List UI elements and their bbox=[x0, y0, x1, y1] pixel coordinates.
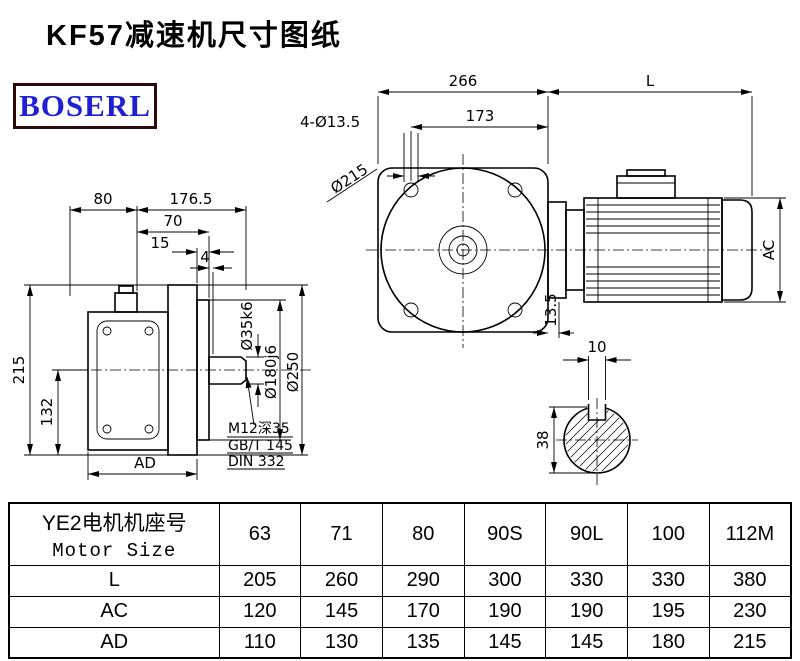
shaft-view-dimensions: 10 38 bbox=[534, 338, 631, 474]
size-col-header: 63 bbox=[218, 502, 302, 566]
dim-AC: AC bbox=[760, 240, 778, 260]
table-cell: 190 bbox=[463, 595, 547, 628]
size-col-header: 71 bbox=[300, 502, 383, 566]
shaft-section-view: 10 38 bbox=[534, 338, 638, 486]
table-header-row: YE2电机机座号 Motor Size 63 71 80 90S 90L 100… bbox=[8, 502, 792, 566]
table-cell: 130 bbox=[300, 626, 383, 659]
table-cell: 170 bbox=[381, 595, 465, 628]
dim-70: 70 bbox=[163, 212, 182, 230]
table-cell: 190 bbox=[545, 595, 629, 628]
bolt-hole bbox=[403, 302, 419, 318]
dia-spigot: Ø180j6 bbox=[262, 345, 280, 399]
dim-13-5: 13.5 bbox=[542, 293, 560, 326]
motor-size-table: YE2电机机座号 Motor Size 63 71 80 90S 90L 100… bbox=[8, 502, 792, 659]
dim-AD: AD bbox=[134, 454, 156, 472]
dim-132: 132 bbox=[38, 398, 56, 427]
note-tap: M12深35 bbox=[228, 421, 290, 437]
brand-logo-box: BOSERL bbox=[13, 83, 157, 129]
page-title: KF57减速机尺寸图纸 bbox=[46, 20, 342, 52]
size-col-header: 90L bbox=[545, 502, 629, 566]
table-cell: 330 bbox=[627, 564, 710, 597]
size-col-header: 112M bbox=[708, 502, 792, 566]
dim-215: 215 bbox=[10, 356, 28, 385]
table-cell: 205 bbox=[218, 564, 302, 597]
row-label-AC: AC bbox=[8, 595, 220, 628]
dia-flange-side: Ø250 bbox=[284, 352, 302, 392]
table-cell: 260 bbox=[300, 564, 383, 597]
table-cell: 300 bbox=[463, 564, 547, 597]
motor-size-label-zh: YE2电机机座号 bbox=[41, 511, 187, 535]
side-view: 80 176.5 70 15 4 215 132 Ø35k6 Ø180j6 Ø bbox=[10, 190, 312, 480]
cooling-fins bbox=[586, 204, 720, 296]
motor-size-label-en: Motor Size bbox=[52, 539, 177, 562]
table-cell: 230 bbox=[708, 595, 792, 628]
table-cell: 215 bbox=[708, 626, 792, 659]
terminal-box bbox=[616, 175, 676, 199]
table-cell: 195 bbox=[627, 595, 710, 628]
table-cell: 145 bbox=[463, 626, 547, 659]
fan-cover bbox=[722, 199, 753, 301]
dia-shaft: Ø35k6 bbox=[238, 301, 256, 350]
dim-80: 80 bbox=[93, 190, 112, 208]
output-shaft bbox=[208, 356, 247, 385]
size-col-header: 90S bbox=[463, 502, 547, 566]
label-bolt-holes: 4-Ø13.5 bbox=[300, 113, 360, 131]
size-col-header: 80 bbox=[381, 502, 465, 566]
motor-size-header-cell: YE2电机机座号 Motor Size bbox=[8, 502, 220, 566]
table-cell: 110 bbox=[218, 626, 302, 659]
side-view-dimensions: 80 176.5 70 15 4 215 132 Ø35k6 Ø180j6 Ø bbox=[10, 190, 308, 480]
table-cell: 290 bbox=[381, 564, 465, 597]
dim-176-5: 176.5 bbox=[170, 190, 213, 208]
note-gb: GB/T 145 bbox=[228, 438, 293, 454]
table-cell: 330 bbox=[545, 564, 629, 597]
table-cell: 145 bbox=[300, 595, 383, 628]
dim-173: 173 bbox=[466, 107, 495, 125]
note-din: DIN 332 bbox=[228, 454, 285, 470]
dim-key-width: 10 bbox=[587, 338, 606, 356]
table-cell: 135 bbox=[381, 626, 465, 659]
table-cell: 380 bbox=[708, 564, 792, 597]
size-col-header: 100 bbox=[627, 502, 710, 566]
dim-L: L bbox=[646, 72, 655, 90]
motor bbox=[547, 169, 753, 303]
bolt-hole bbox=[507, 302, 523, 318]
dim-15: 15 bbox=[150, 234, 169, 252]
table-cell: 180 bbox=[627, 626, 710, 659]
table-cell: 145 bbox=[545, 626, 629, 659]
table-row-AD: AD 110 130 135 145 145 180 215 bbox=[8, 626, 792, 659]
dim-shaft-diameter: 38 bbox=[534, 430, 552, 449]
dim-4: 4 bbox=[200, 248, 210, 266]
table-row-L: L 205 260 290 300 330 330 380 bbox=[8, 564, 792, 597]
technical-drawing: 80 176.5 70 15 4 215 132 Ø35k6 Ø180j6 Ø bbox=[10, 72, 786, 486]
front-view: 266 L 173 4-Ø13.5 Ø215 AC 13.5 bbox=[300, 72, 786, 348]
table-row-AC: AC 120 145 170 190 190 195 230 bbox=[8, 595, 792, 628]
bolt-hole bbox=[403, 182, 419, 198]
bolt-hole bbox=[507, 182, 523, 198]
table-cell: 120 bbox=[218, 595, 302, 628]
row-label-AD: AD bbox=[8, 626, 220, 659]
dim-266: 266 bbox=[449, 72, 478, 90]
brand-logo-text: BOSERL bbox=[19, 88, 151, 123]
dia-flange-front: Ø215 bbox=[327, 160, 371, 197]
row-label-L: L bbox=[8, 564, 220, 597]
